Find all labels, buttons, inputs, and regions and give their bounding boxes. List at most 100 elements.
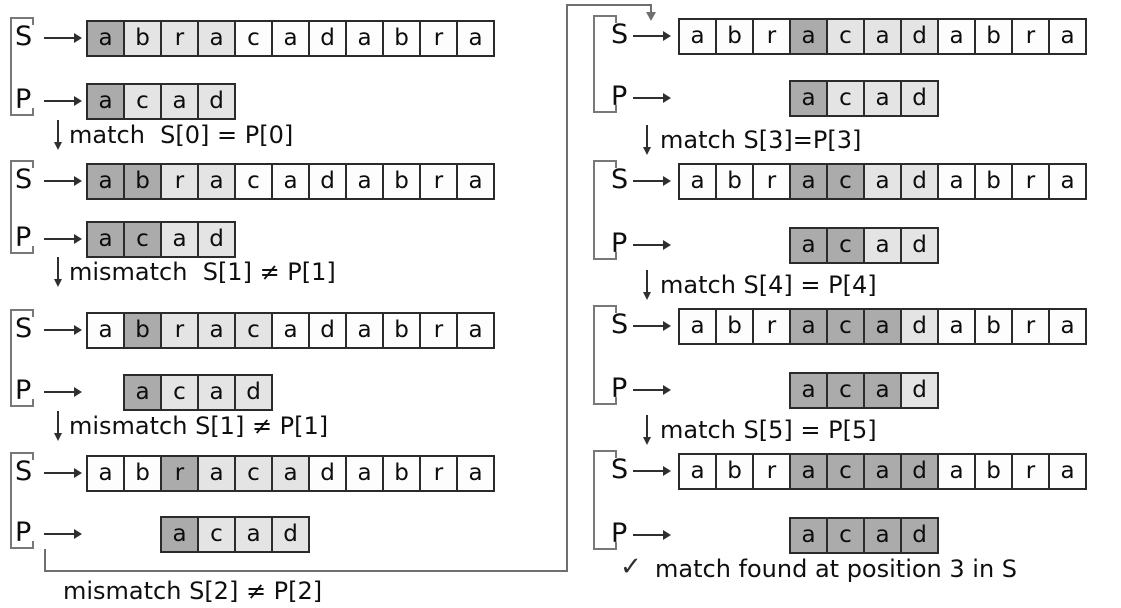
string-cell: b (715, 308, 754, 345)
connector-line (44, 549, 46, 572)
string-cell: r (1011, 308, 1050, 345)
string-cell: a (863, 453, 902, 490)
pattern-cell: d (271, 516, 310, 553)
pattern-cell: c (826, 227, 865, 264)
step-transition-label: mismatch S[1] ≠ P[1] (69, 258, 336, 286)
pattern-cell: a (863, 227, 902, 264)
right-arrow-icon (44, 33, 82, 43)
pattern-cell: a (160, 221, 199, 258)
string-cell: r (752, 308, 791, 345)
string-cell: b (382, 312, 421, 349)
string-cell: a (678, 453, 717, 490)
string-cell: a (1048, 308, 1087, 345)
string-cell: r (160, 455, 199, 492)
pattern-row-label: P (611, 518, 628, 549)
pattern-cell: d (900, 517, 939, 554)
right-arrow-icon (44, 529, 82, 539)
pattern-cell: d (900, 80, 939, 117)
down-arrow-icon (643, 125, 651, 155)
string-cell: d (308, 163, 347, 200)
string-cell: a (937, 308, 976, 345)
string-cell: c (234, 455, 273, 492)
right-arrow-icon (633, 31, 671, 41)
pattern-cell: a (160, 516, 199, 553)
string-cell: a (86, 20, 125, 57)
step-transition-label: match S[4] = P[4] (660, 271, 877, 299)
right-arrow-icon (633, 240, 671, 250)
string-cell: a (678, 308, 717, 345)
string-cell: b (715, 453, 754, 490)
connector-line (566, 4, 568, 572)
connector-line (44, 570, 568, 572)
pattern-cell: a (123, 374, 162, 411)
down-arrow-icon (54, 257, 62, 287)
string-cell: d (900, 163, 939, 200)
string-cell: c (234, 312, 273, 349)
string-cell: a (456, 312, 495, 349)
string-row-label: S (611, 164, 629, 195)
string-cell: a (345, 163, 384, 200)
string-cell: r (1011, 453, 1050, 490)
pattern-cell: c (197, 516, 236, 553)
step-bracket (10, 160, 34, 254)
pattern-row-label: P (15, 222, 32, 253)
string-cell: b (974, 18, 1013, 55)
string-row-label: S (15, 313, 33, 344)
right-arrow-icon (44, 96, 82, 106)
string-cell: r (1011, 18, 1050, 55)
right-arrow-icon (633, 466, 671, 476)
string-row-label: S (611, 309, 629, 340)
string-cell: r (752, 18, 791, 55)
string-cell: a (197, 312, 236, 349)
string-row-label: S (15, 21, 33, 52)
pattern-cell: a (160, 83, 199, 120)
pattern-cell: c (123, 221, 162, 258)
step-transition-label: match found at position 3 in S (655, 555, 1018, 583)
pattern-cell: c (826, 80, 865, 117)
string-cell: a (345, 312, 384, 349)
right-arrow-icon (633, 176, 671, 186)
string-cell: c (826, 163, 865, 200)
string-cell: b (123, 312, 162, 349)
string-cell: a (678, 18, 717, 55)
string-cell: a (863, 163, 902, 200)
string-cell: d (900, 18, 939, 55)
string-cell: a (937, 18, 976, 55)
right-arrow-icon (44, 176, 82, 186)
string-cell: c (826, 308, 865, 345)
pattern-row-label: P (15, 375, 32, 406)
string-cell: r (752, 453, 791, 490)
string-cell: a (678, 163, 717, 200)
string-cell: b (974, 308, 1013, 345)
string-cell: r (419, 163, 458, 200)
string-cell: a (456, 163, 495, 200)
pattern-cell: a (789, 80, 828, 117)
step-bracket (593, 15, 617, 113)
string-cell: r (419, 312, 458, 349)
step-transition-label: mismatch S[2] ≠ P[2] (63, 577, 323, 605)
string-cell: a (271, 455, 310, 492)
right-arrow-icon (633, 93, 671, 103)
pattern-cell: a (789, 372, 828, 409)
string-row-label: S (611, 454, 629, 485)
string-cell: b (382, 20, 421, 57)
pattern-row-label: P (611, 81, 628, 112)
string-cell: a (863, 308, 902, 345)
down-arrow-icon (643, 270, 651, 300)
pattern-cell: d (234, 374, 273, 411)
pattern-cell: a (234, 516, 273, 553)
pattern-cell: a (863, 372, 902, 409)
string-cell: c (826, 453, 865, 490)
string-cell: a (937, 453, 976, 490)
down-arrow-icon (54, 120, 62, 150)
string-cell: a (1048, 18, 1087, 55)
string-cell: r (419, 455, 458, 492)
string-cell: b (974, 163, 1013, 200)
pattern-cell: a (86, 83, 125, 120)
right-arrow-icon (633, 321, 671, 331)
